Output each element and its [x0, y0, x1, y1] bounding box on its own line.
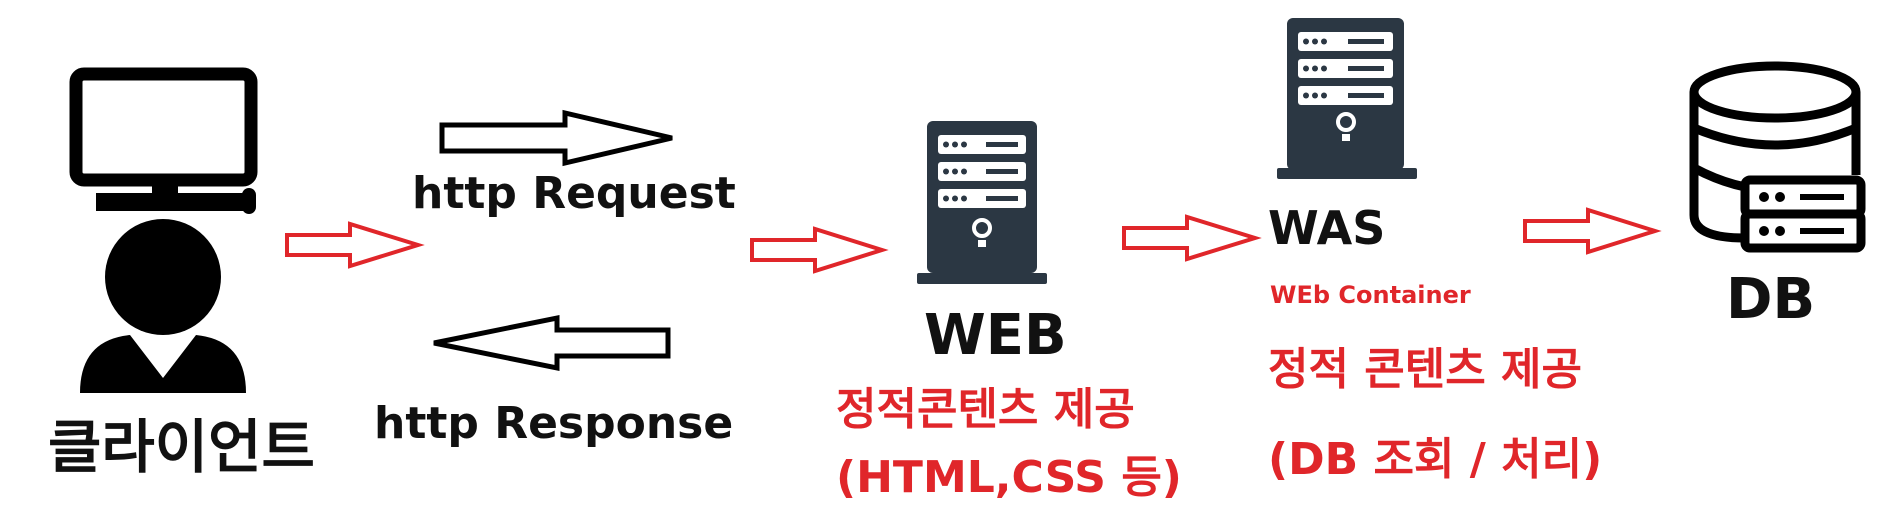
- web-server-icon: [917, 121, 1047, 284]
- web-desc-line1: 정적콘텐츠 제공: [836, 384, 1135, 435]
- client-to-request-arrow: [285, 221, 425, 269]
- was-server-icon: [1277, 18, 1417, 179]
- response-arrow: [433, 314, 671, 372]
- was-sublabel: WEb Container: [1270, 281, 1471, 309]
- client-label: 클라이언트: [48, 413, 315, 481]
- was-to-db-arrow: [1523, 207, 1662, 255]
- client-icon: [69, 67, 258, 393]
- web-desc-line2: (HTML,CSS 등): [836, 452, 1182, 503]
- was-label: WAS: [1268, 201, 1386, 255]
- was-desc-line1: 정적 콘텐츠 제공: [1268, 344, 1582, 395]
- request-label: http Request: [412, 168, 736, 219]
- db-label: DB: [1726, 267, 1816, 332]
- database-icon: [1689, 61, 1866, 253]
- web-label: WEB: [924, 303, 1067, 368]
- to-web-arrow: [750, 226, 889, 274]
- was-desc-line2: (DB 조회 / 처리): [1268, 434, 1603, 485]
- request-arrow: [439, 109, 673, 167]
- response-label: http Response: [374, 398, 734, 449]
- web-to-was-arrow: [1122, 214, 1262, 262]
